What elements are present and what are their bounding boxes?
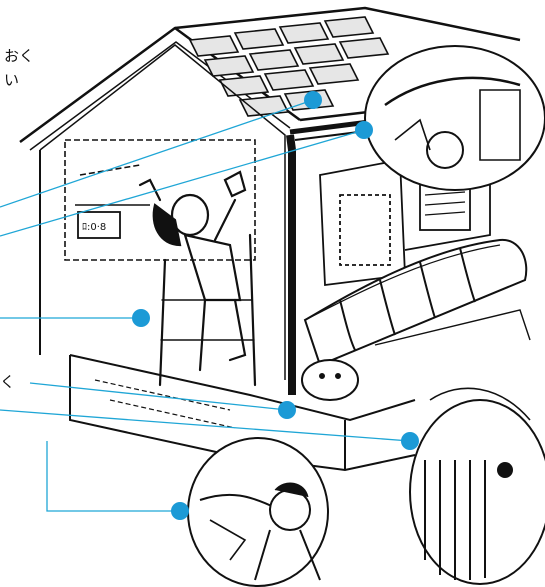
callout-dot-icon (304, 91, 322, 109)
label-fragment-second: い (4, 71, 20, 89)
svg-text:ﾛ:0·8: ﾛ:0·8 (82, 222, 106, 233)
magnifier-circle-roof (364, 45, 545, 191)
roof-tiles (188, 16, 390, 117)
callout-dot-icon (355, 121, 373, 139)
callout-lines (0, 99, 411, 512)
callout-dots (132, 91, 419, 520)
awning (303, 238, 528, 367)
magnifier-circle-wall (409, 387, 545, 585)
meter-box: ﾛ:0·8 (77, 211, 121, 239)
callout-dot-icon (171, 502, 189, 520)
callout-dot-icon (401, 432, 419, 450)
magnifier-circle-worker (187, 437, 329, 587)
worker-figure (138, 170, 257, 387)
animal-figure (301, 359, 359, 401)
label-fragment-top: おく (4, 47, 35, 65)
label-fragment-foundation: く (0, 373, 16, 391)
callout-dot-icon (278, 401, 296, 419)
callout-dot-icon (132, 309, 150, 327)
